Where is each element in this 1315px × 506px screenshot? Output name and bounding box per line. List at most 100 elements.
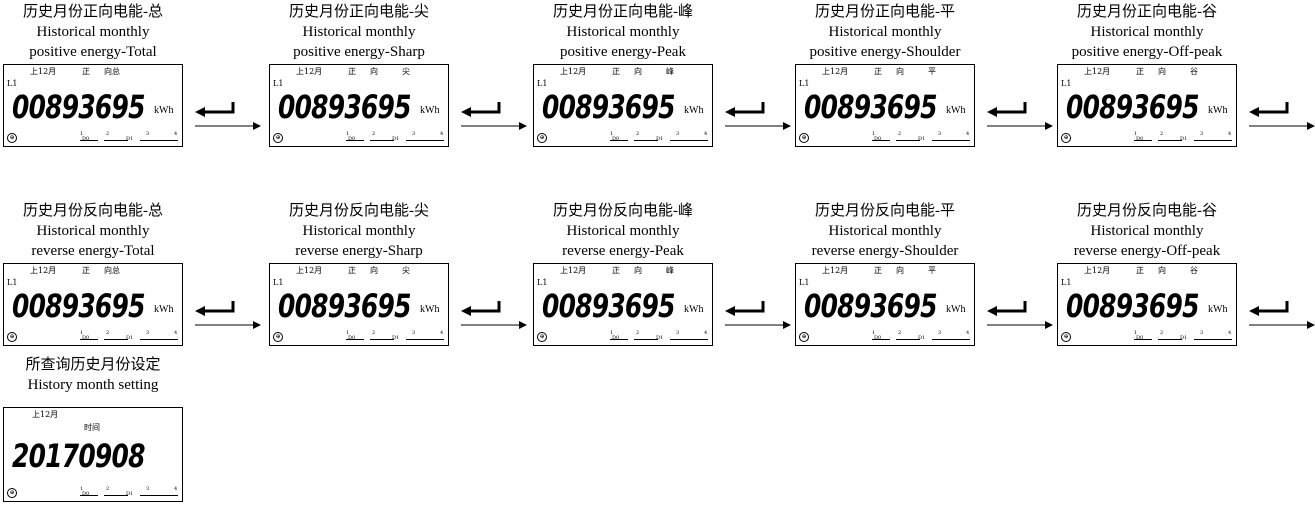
lcd-line-label: L1 [7,278,18,287]
setting-indicator-strip: 1 D0 2 D1 3 4 [80,486,178,497]
flow-arrow-icon [725,301,791,329]
lcd-indicator-strip: 1 D0 2 D1 3 4 [1134,131,1232,142]
panel-title-en-line2: reverse energy-Peak [562,243,684,259]
lcd-indicator-strip: 1 D0 2 D1 3 4 [346,131,444,142]
panel-title-zh: 历史月份正向电能-总 [23,4,163,20]
lcd-mode-3: 尖 [402,67,410,76]
flow-arrow-icon [1249,102,1315,130]
lcd-mode-2: 向总 [104,266,120,275]
panel-caption: 历史月份正向电能-总 Historical monthly positive e… [3,2,183,62]
panel-title-zh: 历史月份反向电能-尖 [289,203,429,219]
enter-key-icon [993,301,1027,313]
lcd-mode-1: 正 [612,266,620,275]
energy-panel: 历史月份正向电能-总 Historical monthly positive e… [3,2,183,152]
lcd-mode-1: 正 [348,266,356,275]
enter-key-icon [467,301,501,313]
setting-month-label: 上12月 [32,410,59,419]
panel-title-en-line1: Historical monthly [566,24,680,40]
panel-title-en-line2: reverse energy-Off-peak [1073,243,1221,259]
enter-key-icon [201,301,235,313]
enter-key-icon [1255,301,1289,313]
energy-panel: 历史月份反向电能-总 Historical monthly reverse en… [3,201,183,351]
panel-title-en-line1: Historical monthly [36,24,150,40]
next-arrow-head [253,122,261,130]
lcd-line-label: L1 [273,278,284,287]
lcd-mode-2: 向总 [104,67,120,76]
enter-key-icon [731,102,765,114]
setting-time-label: 时间 [84,423,100,432]
panel-title-en-line2: positive energy-Off-peak [1071,44,1223,60]
panel-title-zh: 历史月份正向电能-谷 [1077,4,1217,20]
lcd-mode-3: 平 [928,67,936,76]
lcd-line-label: L1 [537,79,548,88]
lcd-line-label: L1 [273,79,284,88]
next-arrow-head [783,122,791,130]
setting-title-en: History month setting [27,377,159,393]
lcd-month-label: 上12月 [822,67,849,76]
panel-caption: 历史月份反向电能-平 Historical monthly reverse en… [795,201,975,261]
energy-panel: 历史月份正向电能-峰 Historical monthly positive e… [533,2,713,152]
lcd-mode-2: 向 [896,266,904,275]
lcd-line-label: L1 [1061,79,1072,88]
panel-caption: 历史月份正向电能-尖 Historical monthly positive e… [269,2,449,62]
lcd-energy-value: 00893695 [1066,287,1199,325]
lcd-month-label: 上12月 [822,266,849,275]
panel-title-en-line1: Historical monthly [302,24,416,40]
panel-caption: 历史月份正向电能-谷 Historical monthly positive e… [1057,2,1237,62]
lcd-display: 上12月 正 向总 L1 00893695 kWh ⊕ 1 D0 2 D1 3 … [3,263,183,346]
lcd-month-label: 上12月 [1084,266,1111,275]
lcd-unit: kWh [1208,105,1228,116]
lcd-mode-3: 尖 [402,266,410,275]
lcd-mode-1: 正 [874,266,882,275]
lcd-display: 上12月 正 向 峰 L1 00893695 kWh ⊕ 1 D0 2 D1 3… [533,64,713,147]
panel-caption: 历史月份反向电能-谷 Historical monthly reverse en… [1057,201,1237,261]
enter-key-icon [201,102,235,114]
meter-badge-icon: ⊕ [7,332,17,342]
enter-key-icon [993,102,1027,114]
panel-title-en-line2: positive energy-Total [29,44,157,60]
panel-title-en-line2: positive energy-Peak [560,44,686,60]
lcd-mode-2: 向 [634,266,642,275]
panel-caption: 历史月份反向电能-尖 Historical monthly reverse en… [269,201,449,261]
lcd-indicator-strip: 1 D0 2 D1 3 4 [346,330,444,341]
history-month-setting-panel: 所查询历史月份设定 History month setting 上12月 时间 … [3,355,183,505]
energy-panel: 历史月份正向电能-尖 Historical monthly positive e… [269,2,449,152]
lcd-energy-value: 00893695 [1066,88,1199,126]
energy-panel: 历史月份反向电能-谷 Historical monthly reverse en… [1057,201,1237,351]
flow-arrow-icon [195,102,261,130]
energy-panel: 历史月份正向电能-谷 Historical monthly positive e… [1057,2,1237,152]
lcd-mode-1: 正 [1136,67,1144,76]
lcd-mode-3: 峰 [666,67,674,76]
lcd-energy-value: 00893695 [12,287,145,325]
panel-title-en-line2: positive energy-Sharp [293,44,425,60]
lcd-display: 上12月 正 向总 L1 00893695 kWh ⊕ 1 D0 2 D1 3 … [3,64,183,147]
setting-title-zh: 所查询历史月份设定 [25,357,161,373]
panel-caption: 历史月份反向电能-峰 Historical monthly reverse en… [533,201,713,261]
lcd-display: 上12月 正 向 平 L1 00893695 kWh ⊕ 1 D0 2 D1 3… [795,64,975,147]
lcd-display: 上12月 正 向 尖 L1 00893695 kWh ⊕ 1 D0 2 D1 3… [269,64,449,147]
lcd-energy-value: 00893695 [12,88,145,126]
flow-arrow-icon [1249,301,1315,329]
enter-key-icon [467,102,501,114]
panel-title-zh: 历史月份反向电能-谷 [1077,203,1217,219]
panel-title-en-line1: Historical monthly [566,223,680,239]
lcd-unit: kWh [154,304,174,315]
meter-badge-icon: ⊕ [7,488,17,498]
lcd-indicator-strip: 1 D0 2 D1 3 4 [872,131,970,142]
panel-caption: 历史月份正向电能-峰 Historical monthly positive e… [533,2,713,62]
meter-badge-icon: ⊕ [1061,332,1071,342]
lcd-mode-3: 谷 [1190,266,1198,275]
meter-badge-icon: ⊕ [799,133,809,143]
lcd-unit: kWh [946,105,966,116]
meter-badge-icon: ⊕ [273,133,283,143]
lcd-month-label: 上12月 [560,67,587,76]
next-arrow-head [1307,122,1315,130]
panel-title-en-line1: Historical monthly [302,223,416,239]
panel-title-zh: 历史月份反向电能-总 [23,203,163,219]
meter-badge-icon: ⊕ [537,332,547,342]
next-arrow-head [253,321,261,329]
panel-title-en-line1: Historical monthly [36,223,150,239]
meter-badge-icon: ⊕ [1061,133,1071,143]
next-arrow-head [519,122,527,130]
lcd-mode-2: 向 [1158,67,1166,76]
